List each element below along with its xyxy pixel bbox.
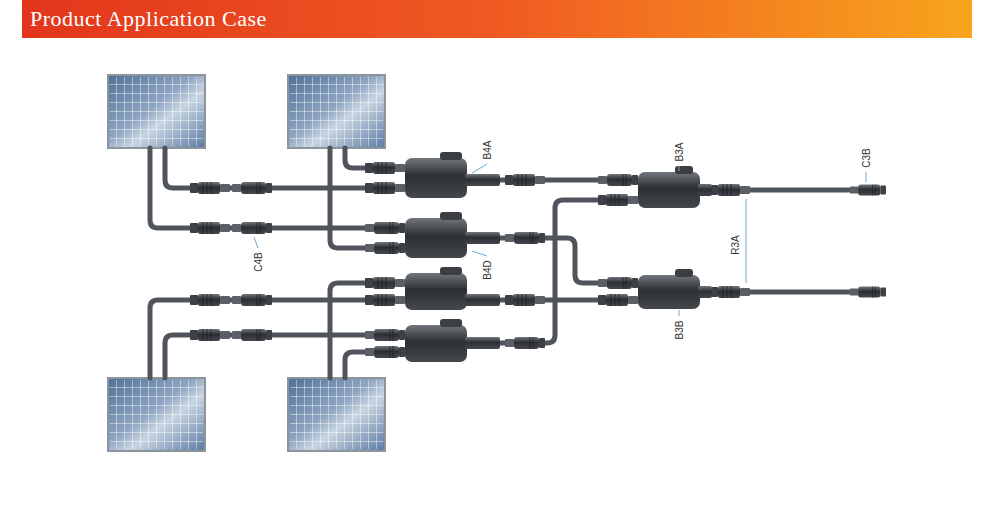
male-connector (598, 194, 638, 206)
female-connector (598, 174, 638, 186)
branch-connectors (405, 152, 712, 362)
leader-line (679, 166, 680, 171)
title-band (22, 0, 972, 38)
male-connector (505, 294, 545, 306)
female-connector (232, 294, 272, 306)
male-connector (190, 294, 230, 306)
male-connector (190, 329, 230, 341)
part-label: B3B (674, 320, 685, 341)
male-connector (365, 162, 405, 174)
solar-panels (108, 75, 385, 451)
male-connector (190, 222, 230, 234)
female-connector (365, 329, 405, 341)
part-label: B4A (482, 140, 493, 161)
male-connector (710, 286, 750, 298)
leader-line (746, 199, 747, 283)
leader-line (254, 237, 258, 248)
part-label: B4D (482, 259, 493, 280)
part-label: B3A (674, 142, 685, 163)
solar-panel (108, 378, 205, 451)
leader-lines (254, 164, 866, 316)
leader-line (679, 310, 680, 316)
mc4-connectors (190, 162, 886, 358)
three-way-branch (638, 166, 712, 208)
cable (500, 238, 645, 283)
page-title: Product Application Case (30, 0, 267, 38)
male-connector (190, 182, 230, 194)
male-connector (505, 174, 545, 186)
solar-panel (288, 378, 385, 451)
male-connector (598, 294, 638, 306)
four-way-branch (405, 319, 500, 362)
part-label: C4B (253, 251, 264, 272)
female-connector (505, 337, 545, 349)
cable (165, 335, 372, 378)
cable (330, 148, 372, 248)
cable (150, 148, 372, 228)
female-connector (365, 242, 405, 254)
female-connector (850, 287, 886, 298)
female-connector (505, 232, 545, 244)
part-label: R3A (730, 234, 741, 255)
male-connector (365, 294, 405, 306)
female-connector (232, 222, 272, 234)
leader-line (866, 172, 867, 182)
cable (150, 300, 372, 378)
female-connector (232, 182, 272, 194)
female-connector (232, 329, 272, 341)
cable (165, 148, 372, 188)
leader-line (472, 164, 487, 173)
male-connector (365, 277, 405, 289)
cable (745, 188, 855, 193)
female-connector (850, 185, 886, 196)
solar-panel (108, 75, 205, 148)
cable (745, 290, 855, 295)
female-connector (365, 222, 405, 234)
male-connector (365, 182, 405, 194)
three-way-branch (638, 269, 712, 309)
male-connector (710, 184, 750, 196)
solar-panel (288, 75, 385, 148)
part-label: C3B (861, 147, 872, 168)
female-connector (365, 346, 405, 358)
cable (500, 200, 645, 343)
cables (150, 148, 855, 378)
leader-line (472, 251, 487, 256)
four-way-branch (405, 212, 500, 258)
female-connector (598, 277, 638, 289)
